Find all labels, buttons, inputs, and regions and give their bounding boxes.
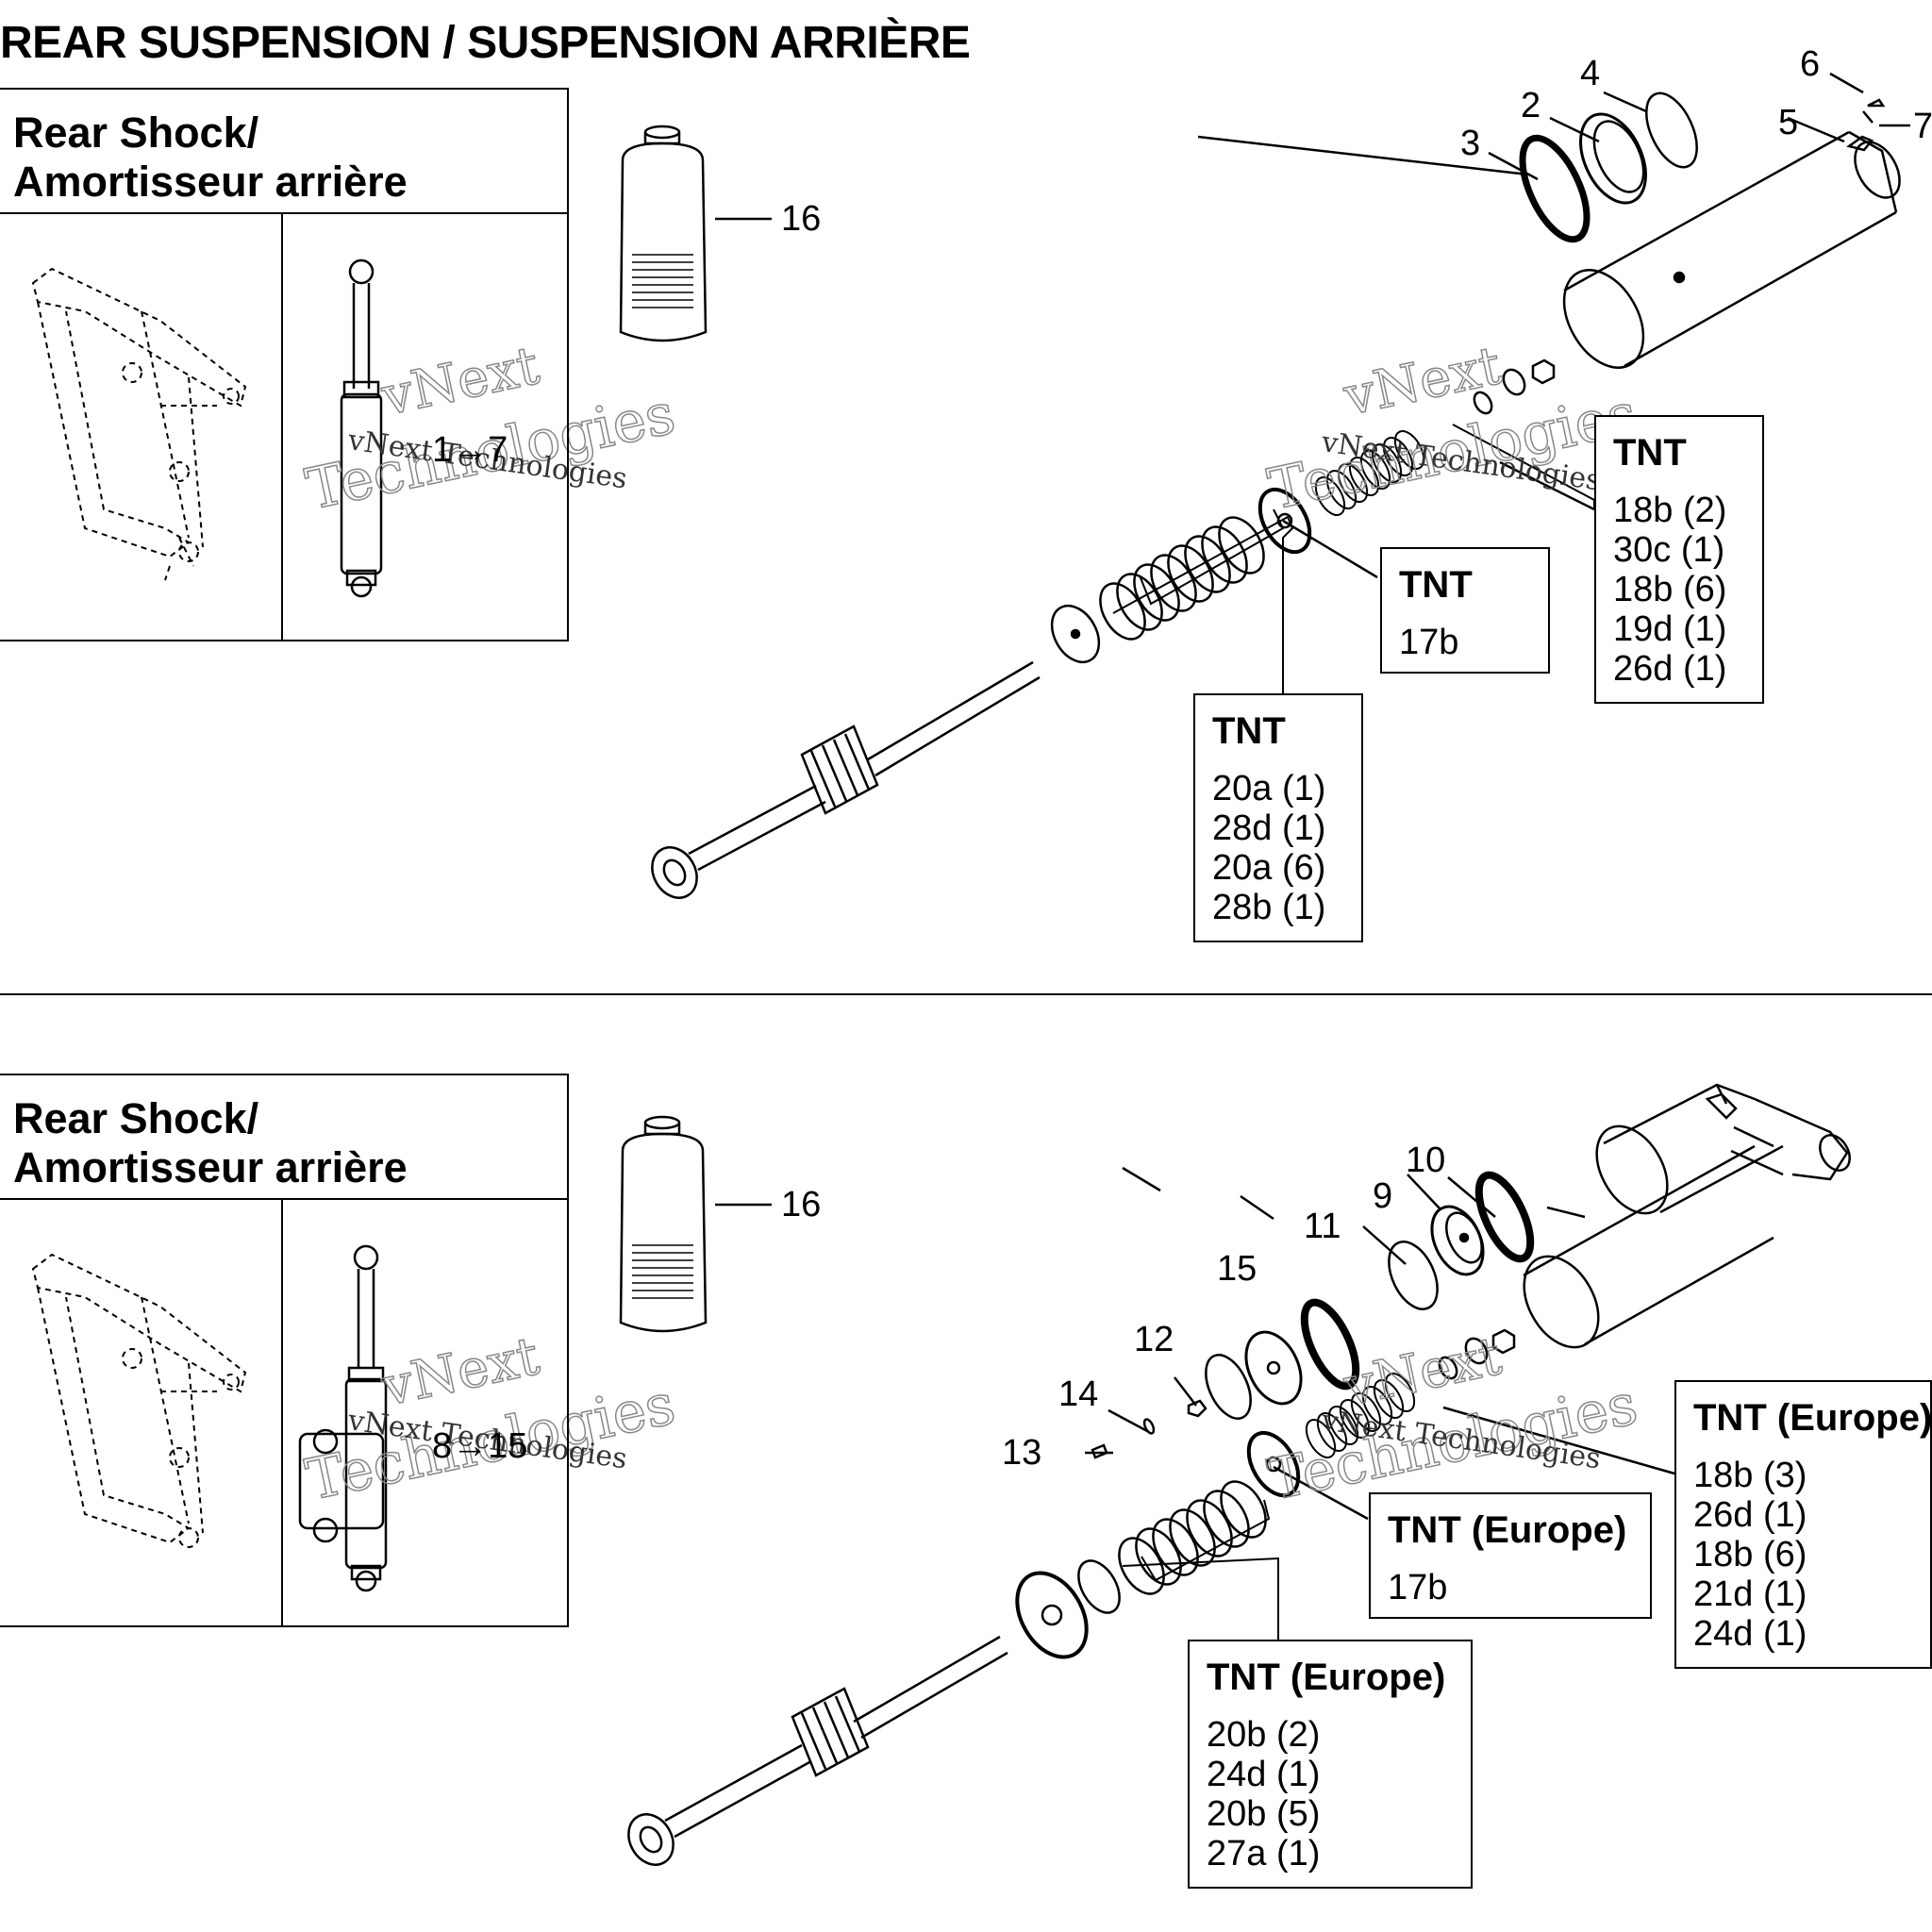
spec-line: 18b (3)	[1693, 1456, 1807, 1495]
shock-thumbnail-bottom	[298, 1244, 388, 1592]
panel-title: Rear Shock/ Amortisseur arrière	[0, 90, 567, 214]
oil-can-bottom	[619, 1115, 772, 1333]
callout-5: 5	[1778, 103, 1799, 142]
frame-thumbnail-top	[31, 267, 247, 581]
panel-top: Rear Shock/ Amortisseur arrière	[0, 88, 569, 641]
callout-3: 3	[1460, 124, 1481, 163]
spec-line: 24d (1)	[1207, 1755, 1321, 1794]
spec-line: 28d (1)	[1212, 808, 1326, 848]
spec-line: 18b (2)	[1613, 491, 1727, 530]
spec-box-heading: TNT	[1613, 432, 1687, 474]
spec-box: TNT 20a (1) 28d (1) 20a (6) 28b (1)	[1193, 693, 1363, 942]
spec-box-heading: TNT (Europe)	[1207, 1657, 1446, 1698]
spec-line: 18b (6)	[1693, 1535, 1807, 1574]
shock-exploded-top	[651, 72, 1910, 899]
spec-line: 21d (1)	[1693, 1574, 1807, 1614]
callout-16: 16	[781, 1185, 822, 1224]
callout-9: 9	[1373, 1176, 1393, 1216]
panel-title-line1: Rear Shock/	[13, 1094, 259, 1142]
spec-line: 18b (6)	[1613, 570, 1727, 609]
panel-title-line2: Amortisseur arrière	[13, 158, 408, 206]
range-label: 1→7	[432, 430, 508, 470]
callout-16: 16	[781, 199, 822, 239]
spec-box-heading: TNT (Europe)	[1693, 1397, 1932, 1439]
page-title: REAR SUSPENSION / SUSPENSION ARRIÈRE	[0, 18, 971, 68]
panel-divider	[281, 1198, 283, 1627]
spec-line: 20b (2)	[1207, 1715, 1321, 1755]
spec-line: 26d (1)	[1693, 1495, 1807, 1535]
spec-box: TNT (Europe) 20b (2) 24d (1) 20b (5) 27a…	[1188, 1640, 1473, 1889]
panel-title-line1: Rear Shock/	[13, 108, 259, 157]
panel-bottom: Rear Shock/ Amortisseur arrière	[0, 1074, 569, 1627]
panel-title: Rear Shock/ Amortisseur arrière	[0, 1075, 567, 1200]
spec-line: 24d (1)	[1693, 1614, 1807, 1654]
callout-6: 6	[1800, 44, 1821, 84]
shock-exploded-bottom	[627, 1083, 1851, 1866]
spec-box-heading: TNT	[1212, 710, 1286, 752]
callout-2: 2	[1521, 86, 1541, 125]
callout-15: 15	[1217, 1249, 1257, 1289]
spec-line: 30c (1)	[1613, 530, 1725, 570]
spec-box-heading: TNT (Europe)	[1388, 1509, 1627, 1551]
shock-thumbnail-top	[340, 258, 383, 598]
oil-can-top	[619, 125, 772, 342]
callout-4: 4	[1580, 54, 1601, 93]
panel-divider	[281, 212, 283, 641]
spec-box: TNT (Europe) 17b	[1369, 1492, 1652, 1619]
spec-line: 17b	[1388, 1568, 1448, 1607]
callout-14: 14	[1058, 1374, 1099, 1414]
spec-box-heading: TNT	[1399, 564, 1473, 606]
spec-line: 26d (1)	[1613, 649, 1727, 689]
spec-line: 28b (1)	[1212, 888, 1326, 927]
callout-12: 12	[1134, 1320, 1174, 1359]
panel-title-line2: Amortisseur arrière	[13, 1143, 408, 1191]
spec-line: 20b (5)	[1207, 1794, 1321, 1834]
spec-line: 19d (1)	[1613, 609, 1727, 649]
callout-11: 11	[1304, 1207, 1341, 1246]
callout-10: 10	[1406, 1141, 1446, 1180]
spec-line: 27a (1)	[1207, 1834, 1321, 1874]
frame-thumbnail-bottom	[31, 1253, 247, 1548]
callout-7: 7	[1913, 107, 1932, 146]
spec-line: 20a (6)	[1212, 848, 1326, 888]
spec-box: TNT (Europe) 18b (3) 26d (1) 18b (6) 21d…	[1674, 1380, 1932, 1669]
range-label: 8→15	[432, 1426, 528, 1466]
callout-13: 13	[1002, 1433, 1042, 1473]
spec-line: 20a (1)	[1212, 769, 1326, 808]
spec-line: 17b	[1399, 623, 1459, 662]
spec-box: TNT 18b (2) 30c (1) 18b (6) 19d (1) 26d …	[1594, 415, 1764, 704]
spec-box: TNT 17b	[1380, 547, 1550, 674]
